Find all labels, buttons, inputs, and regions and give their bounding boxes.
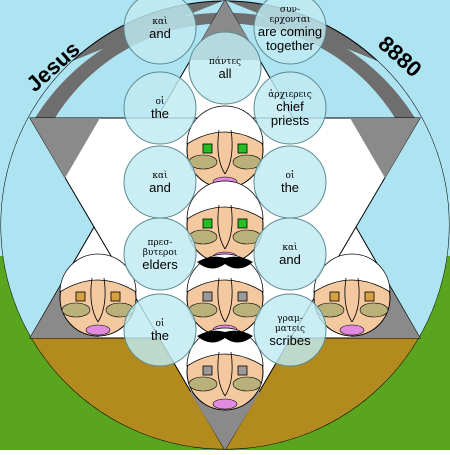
nose-right xyxy=(224,129,233,175)
eye-left xyxy=(202,291,213,302)
mustache xyxy=(197,256,253,269)
face-2 xyxy=(186,180,264,264)
eye-left xyxy=(329,291,340,302)
nose-left xyxy=(217,351,226,397)
greek-word: καὶ xyxy=(152,170,168,181)
greek-word: γραμ- xyxy=(277,314,303,324)
eye-left xyxy=(202,143,213,154)
faces-group xyxy=(59,105,391,411)
nose-right xyxy=(97,277,106,323)
cheek-right xyxy=(359,302,389,318)
nose-right xyxy=(224,277,233,323)
cheek-left xyxy=(188,376,218,392)
bubble-circle xyxy=(253,0,327,65)
mouth xyxy=(339,324,365,336)
star-panel-bottom xyxy=(190,392,260,450)
greek-word: οἱ xyxy=(286,170,295,181)
face-3 xyxy=(186,253,264,337)
nose-left xyxy=(217,277,226,323)
star-panel-left-top xyxy=(30,118,100,178)
eye-left xyxy=(202,218,213,229)
greek-word: ερχονται xyxy=(270,15,311,25)
english-word: are coming xyxy=(258,24,322,39)
greek-word: καὶ xyxy=(152,16,168,27)
english-word: elders xyxy=(142,257,178,272)
bubble-circle xyxy=(123,0,197,65)
face-6 xyxy=(313,253,391,337)
english-word: and xyxy=(279,252,301,267)
mouth xyxy=(85,324,111,336)
bubble-circle xyxy=(123,71,197,145)
nose-right xyxy=(224,351,233,397)
nose-left xyxy=(217,204,226,250)
english-word: the xyxy=(151,106,169,121)
face-4 xyxy=(186,327,264,411)
eye-right xyxy=(237,291,248,302)
face-1 xyxy=(186,105,264,189)
cheek-left xyxy=(61,302,91,318)
english-word: chief xyxy=(276,99,304,114)
eye-right xyxy=(237,365,248,376)
greek-word: ἀρχιερεις xyxy=(268,89,312,100)
greek-word: πρεσ- xyxy=(147,238,172,248)
nose-right xyxy=(351,277,360,323)
star-panel-right-top xyxy=(350,118,420,178)
eye-right xyxy=(237,143,248,154)
face-forehead xyxy=(186,180,264,220)
bubble-circle xyxy=(188,31,262,105)
bubble-circle xyxy=(253,217,327,291)
face-forehead xyxy=(186,105,264,145)
english-word: priests xyxy=(271,113,310,128)
bubble-circle xyxy=(253,293,327,367)
face-5 xyxy=(59,253,137,337)
nose-right xyxy=(224,204,233,250)
bubble-circle xyxy=(123,293,197,367)
eye-left xyxy=(75,291,86,302)
eye-right xyxy=(364,291,375,302)
english-word: and xyxy=(149,26,171,41)
nose-left xyxy=(344,277,353,323)
greek-word: βυτεροι xyxy=(143,248,178,258)
english-word: the xyxy=(151,328,169,343)
greek-word: οἱ xyxy=(156,96,165,107)
english-word: and xyxy=(149,180,171,195)
cheek-right xyxy=(232,376,262,392)
english-word: together xyxy=(266,38,314,53)
face-forehead xyxy=(59,253,137,293)
nose-left xyxy=(217,129,226,175)
mustache xyxy=(197,330,253,343)
eye-right xyxy=(237,218,248,229)
greek-word: καὶ xyxy=(282,242,298,253)
english-word: scribes xyxy=(269,333,311,348)
english-word: all xyxy=(218,66,231,81)
mouth xyxy=(212,398,238,410)
eye-right xyxy=(110,291,121,302)
eye-left xyxy=(202,365,213,376)
greek-word: πάντες xyxy=(209,56,241,67)
greek-word: οἱ xyxy=(156,318,165,329)
nose-left xyxy=(90,277,99,323)
bubble-circle xyxy=(253,71,327,145)
greek-word: συν- xyxy=(280,5,300,15)
greek-word: ματεις xyxy=(275,324,305,334)
english-word: the xyxy=(281,180,299,195)
bubble-circle xyxy=(123,217,197,291)
